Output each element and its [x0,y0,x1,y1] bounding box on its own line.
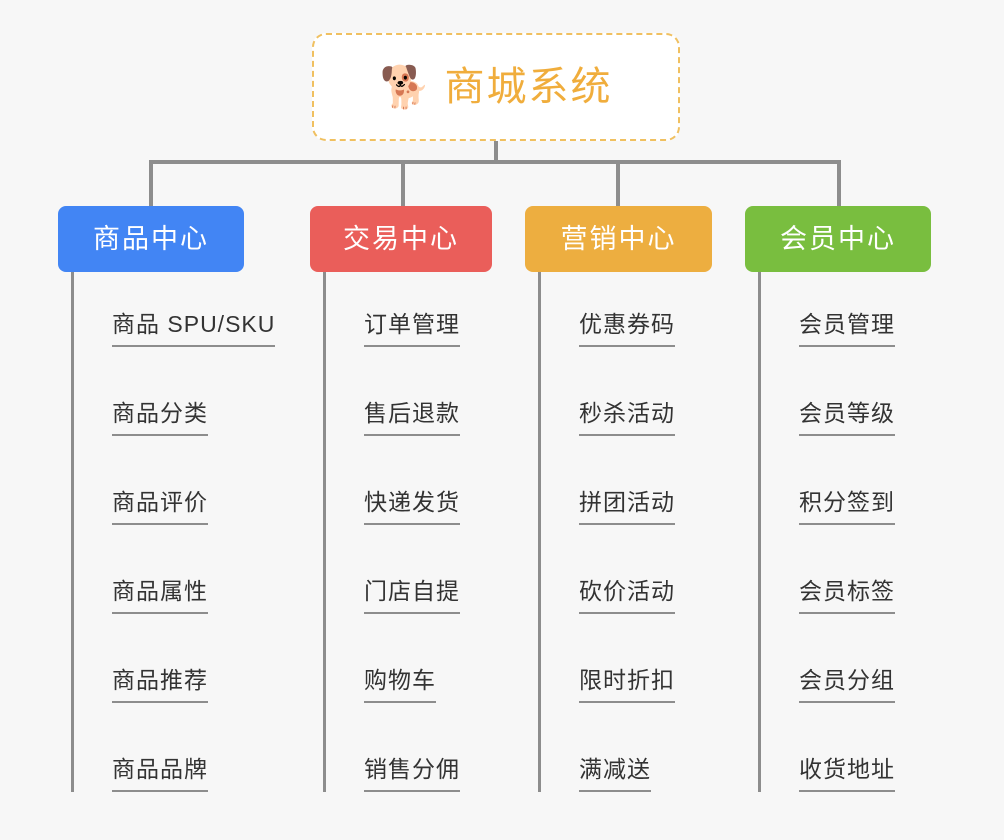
leaf-item-label: 售后退款 [364,402,460,436]
shiba-dog-face-icon: 🐕 [379,63,431,110]
leaf-item[interactable]: 限时折扣 [541,614,712,703]
leaf-item[interactable]: 会员等级 [761,347,931,436]
branch-header[interactable]: 营销中心 [525,206,712,272]
leaf-item-label: 快递发货 [364,491,460,525]
leaf-item-label: 收货地址 [799,758,895,792]
leaf-item-label: 商品 SPU/SKU [112,313,276,347]
leaf-item-label: 满减送 [579,758,651,792]
leaf-item-label: 砍价活动 [579,580,675,614]
branch-column-3: 营销中心优惠券码秒杀活动拼团活动砍价活动限时折扣满减送 [525,206,712,792]
leaf-item[interactable]: 门店自提 [326,525,492,614]
leaf-list: 优惠券码秒杀活动拼团活动砍价活动限时折扣满减送 [538,272,712,792]
leaf-item[interactable]: 销售分佣 [326,703,492,792]
leaf-item-label: 会员分组 [799,669,895,703]
leaf-item-label: 商品推荐 [112,669,208,703]
leaf-item[interactable]: 商品评价 [74,436,244,525]
branch-header-label: 商品中心 [93,223,209,254]
branch-header[interactable]: 商品中心 [58,206,244,272]
leaf-item-label: 商品属性 [112,580,208,614]
leaf-item[interactable]: 优惠券码 [541,272,712,347]
leaf-item-label: 购物车 [364,669,436,703]
leaf-item-label: 门店自提 [364,580,460,614]
leaf-item-label: 优惠券码 [579,313,675,347]
leaf-item[interactable]: 商品品牌 [74,703,244,792]
root-node[interactable]: 🐕 商城系统 [312,33,680,141]
branch-column-2: 交易中心订单管理售后退款快递发货门店自提购物车销售分佣 [310,206,492,792]
leaf-list: 会员管理会员等级积分签到会员标签会员分组收货地址 [758,272,931,792]
leaf-item[interactable]: 商品属性 [74,525,244,614]
leaf-item[interactable]: 收货地址 [761,703,931,792]
branch-column-1: 商品中心商品 SPU/SKU 商品分类商品评价商品属性商品推荐商品品牌 [58,206,276,792]
leaf-list: 订单管理售后退款快递发货门店自提购物车销售分佣 [323,272,492,792]
leaf-item-label: 会员等级 [799,402,895,436]
leaf-list: 商品 SPU/SKU 商品分类商品评价商品属性商品推荐商品品牌 [71,272,276,792]
branch-header-label: 会员中心 [780,223,896,254]
leaf-item-label: 销售分佣 [364,758,460,792]
branch-column-4: 会员中心会员管理会员等级积分签到会员标签会员分组收货地址 [745,206,931,792]
leaf-item-label: 订单管理 [364,313,460,347]
connector-drop-2 [401,160,405,206]
connector-horizontal-bus [149,160,841,164]
leaf-item[interactable]: 售后退款 [326,347,492,436]
branch-header[interactable]: 交易中心 [310,206,492,272]
leaf-item-label: 会员标签 [799,580,895,614]
branch-header[interactable]: 会员中心 [745,206,931,272]
leaf-item-label: 会员管理 [799,313,895,347]
connector-drop-4 [837,160,841,206]
leaf-item-label: 秒杀活动 [579,402,675,436]
leaf-item[interactable]: 积分签到 [761,436,931,525]
branch-header-label: 交易中心 [343,223,459,254]
leaf-item[interactable]: 满减送 [541,703,712,792]
leaf-item-label: 商品分类 [112,402,208,436]
leaf-item[interactable]: 砍价活动 [541,525,712,614]
branch-header-label: 营销中心 [560,223,677,254]
leaf-item[interactable]: 商品 SPU/SKU [74,272,276,347]
leaf-item[interactable]: 拼团活动 [541,436,712,525]
connector-drop-1 [149,160,153,206]
leaf-item[interactable]: 会员分组 [761,614,931,703]
leaf-item[interactable]: 购物车 [326,614,492,703]
connector-root-stem [494,141,498,163]
leaf-item[interactable]: 订单管理 [326,272,492,347]
leaf-item-label: 商品评价 [112,491,208,525]
connector-drop-3 [616,160,620,206]
leaf-item[interactable]: 秒杀活动 [541,347,712,436]
leaf-item[interactable]: 快递发货 [326,436,492,525]
leaf-item[interactable]: 会员标签 [761,525,931,614]
leaf-item-label: 商品品牌 [112,758,208,792]
leaf-item[interactable]: 商品推荐 [74,614,244,703]
leaf-item[interactable]: 会员管理 [761,272,931,347]
root-title: 商城系统 [444,65,613,109]
leaf-item[interactable]: 商品分类 [74,347,244,436]
leaf-item-label: 拼团活动 [579,491,675,525]
leaf-item-label: 积分签到 [799,491,895,525]
leaf-item-label: 限时折扣 [579,669,675,703]
